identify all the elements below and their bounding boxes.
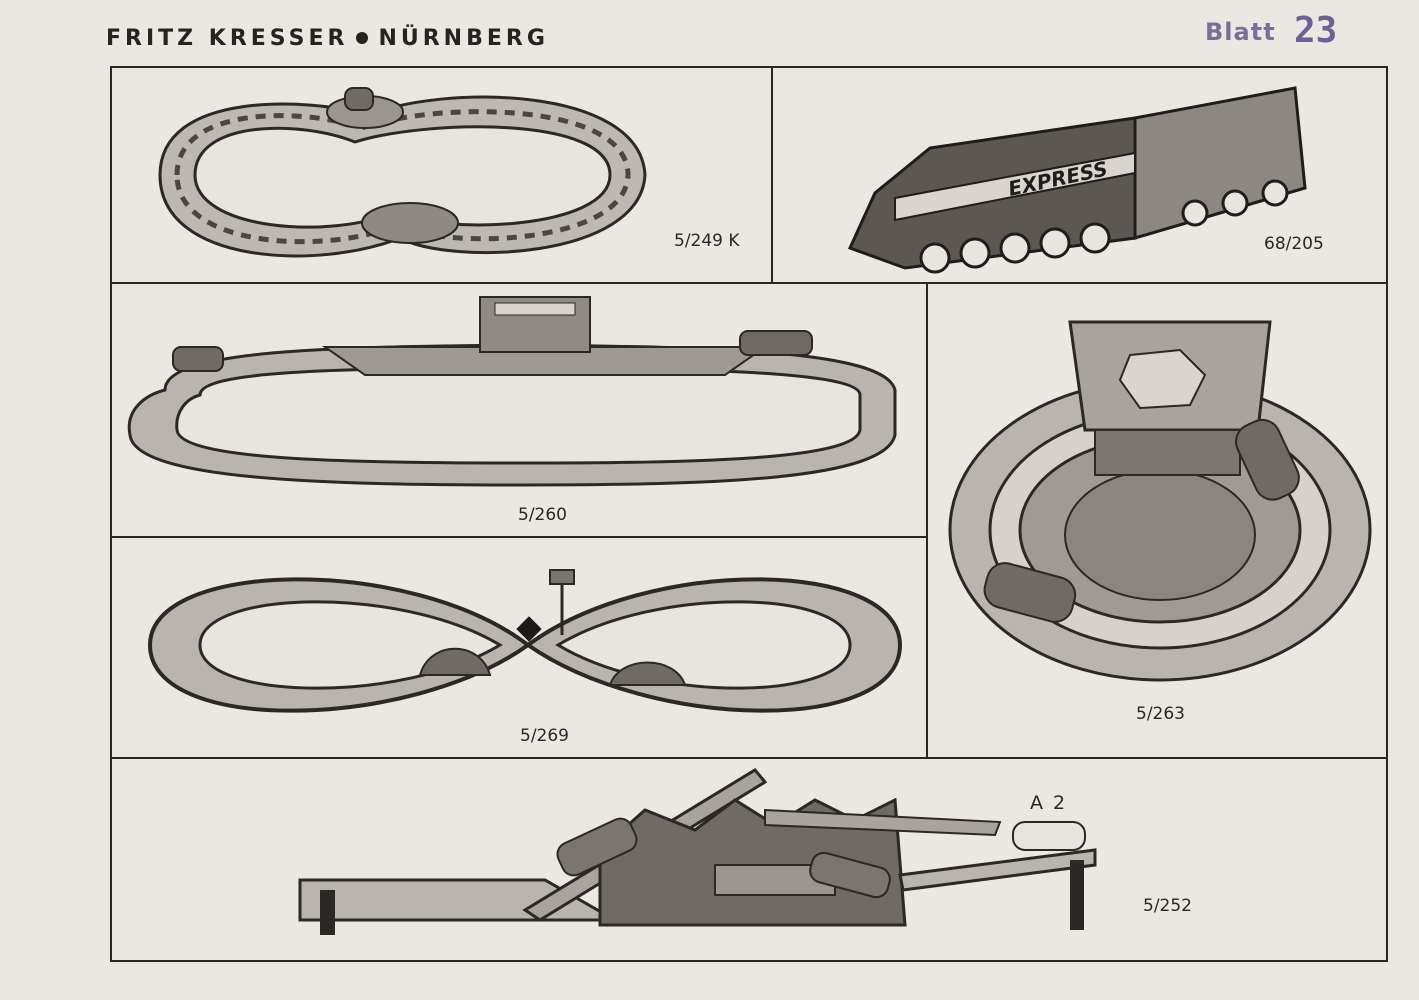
express-locomotive-illustration: EXPRESS — [847, 86, 1307, 274]
grid-divider — [110, 282, 1388, 284]
city-name: NÜRNBERG — [378, 26, 549, 51]
grid-divider — [110, 536, 926, 538]
circular-track-station-illustration — [948, 320, 1372, 682]
bullet-icon — [356, 32, 369, 44]
sheet-stamp-number: 23 — [1294, 10, 1338, 51]
sheet-stamp-label: Blatt — [1205, 18, 1276, 46]
figure-eight-crossing-track-illustration — [147, 569, 903, 713]
grid-divider — [926, 282, 928, 758]
grid-divider — [771, 66, 773, 283]
elevated-railway-bridge-illustration — [298, 768, 1097, 935]
model-number-label: 5/249 K — [674, 231, 740, 251]
figure-eight-race-track-illustration — [158, 87, 647, 258]
model-number-label: 5/269 — [520, 726, 569, 746]
model-number-label: 5/252 — [1143, 896, 1192, 916]
catalog-header: FRITZ KRESSER NÜRNBERG — [106, 26, 549, 51]
oval-track-station-illustration — [127, 296, 897, 487]
model-number-label: 5/260 — [518, 505, 567, 525]
part-label: A 2 — [1030, 792, 1068, 814]
grid-divider — [110, 757, 1388, 759]
company-name: FRITZ KRESSER — [106, 26, 349, 51]
model-number-label: 5/263 — [1136, 704, 1185, 724]
catalog-grid-frame — [110, 66, 1388, 962]
model-number-label: 68/205 — [1264, 234, 1324, 254]
